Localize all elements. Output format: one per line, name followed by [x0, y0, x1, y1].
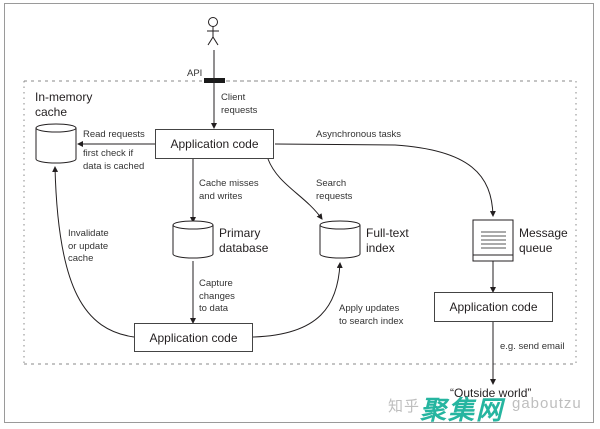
api-label: API — [187, 68, 203, 79]
first-check-label: first check if data is cached — [83, 148, 145, 172]
cache-misses-label: Cache misses and writes — [199, 178, 259, 202]
application-code-right-box: Application code — [434, 292, 553, 322]
cache-title-line1: In-memory — [35, 90, 93, 104]
capture-changes-label: Capture changes to data — [199, 278, 235, 314]
application-code-top-box: Application code — [155, 129, 274, 159]
message-queue-label-line1: Message — [519, 226, 568, 240]
watermark-right: gaboutzu — [512, 395, 582, 412]
fulltext-index-label-line2: index — [366, 241, 395, 255]
watermark-left: 知乎 — [388, 398, 421, 415]
arrow-search-requests — [267, 158, 323, 220]
primary-database-cylinder-icon — [172, 220, 214, 259]
fulltext-index-label-line1: Full-text — [366, 226, 409, 240]
message-queue-label-line2: queue — [519, 241, 553, 255]
apply-updates-label: Apply updates to search index — [339, 303, 404, 327]
outer-frame — [4, 3, 594, 423]
application-code-bottom-box: Application code — [134, 323, 253, 352]
arrow-async-tasks — [274, 143, 496, 217]
message-queue-icon — [472, 219, 514, 262]
client-requests-label: Client requests — [221, 92, 258, 116]
fulltext-index-cylinder-icon — [319, 220, 361, 259]
primary-database-label-line1: Primary — [219, 226, 261, 240]
cache-title-line2: cache — [35, 105, 68, 119]
read-requests-label: Read requests — [83, 129, 145, 140]
arrow-apply-updates — [252, 262, 343, 338]
invalidate-cache-label: Invalidate or update cache — [68, 228, 109, 264]
outside-world-label: “Outside world” — [450, 386, 532, 400]
arrow-invalidate-cache — [52, 166, 135, 338]
search-requests-label: Search requests — [316, 178, 353, 202]
user-icon — [207, 17, 219, 46]
primary-database-label-line2: database — [219, 241, 269, 255]
async-tasks-label: Asynchronous tasks — [316, 129, 402, 140]
cache-cylinder-icon — [35, 123, 77, 164]
watermark-logo: 聚集网 — [420, 395, 505, 425]
send-email-label: e.g. send email — [500, 341, 565, 352]
